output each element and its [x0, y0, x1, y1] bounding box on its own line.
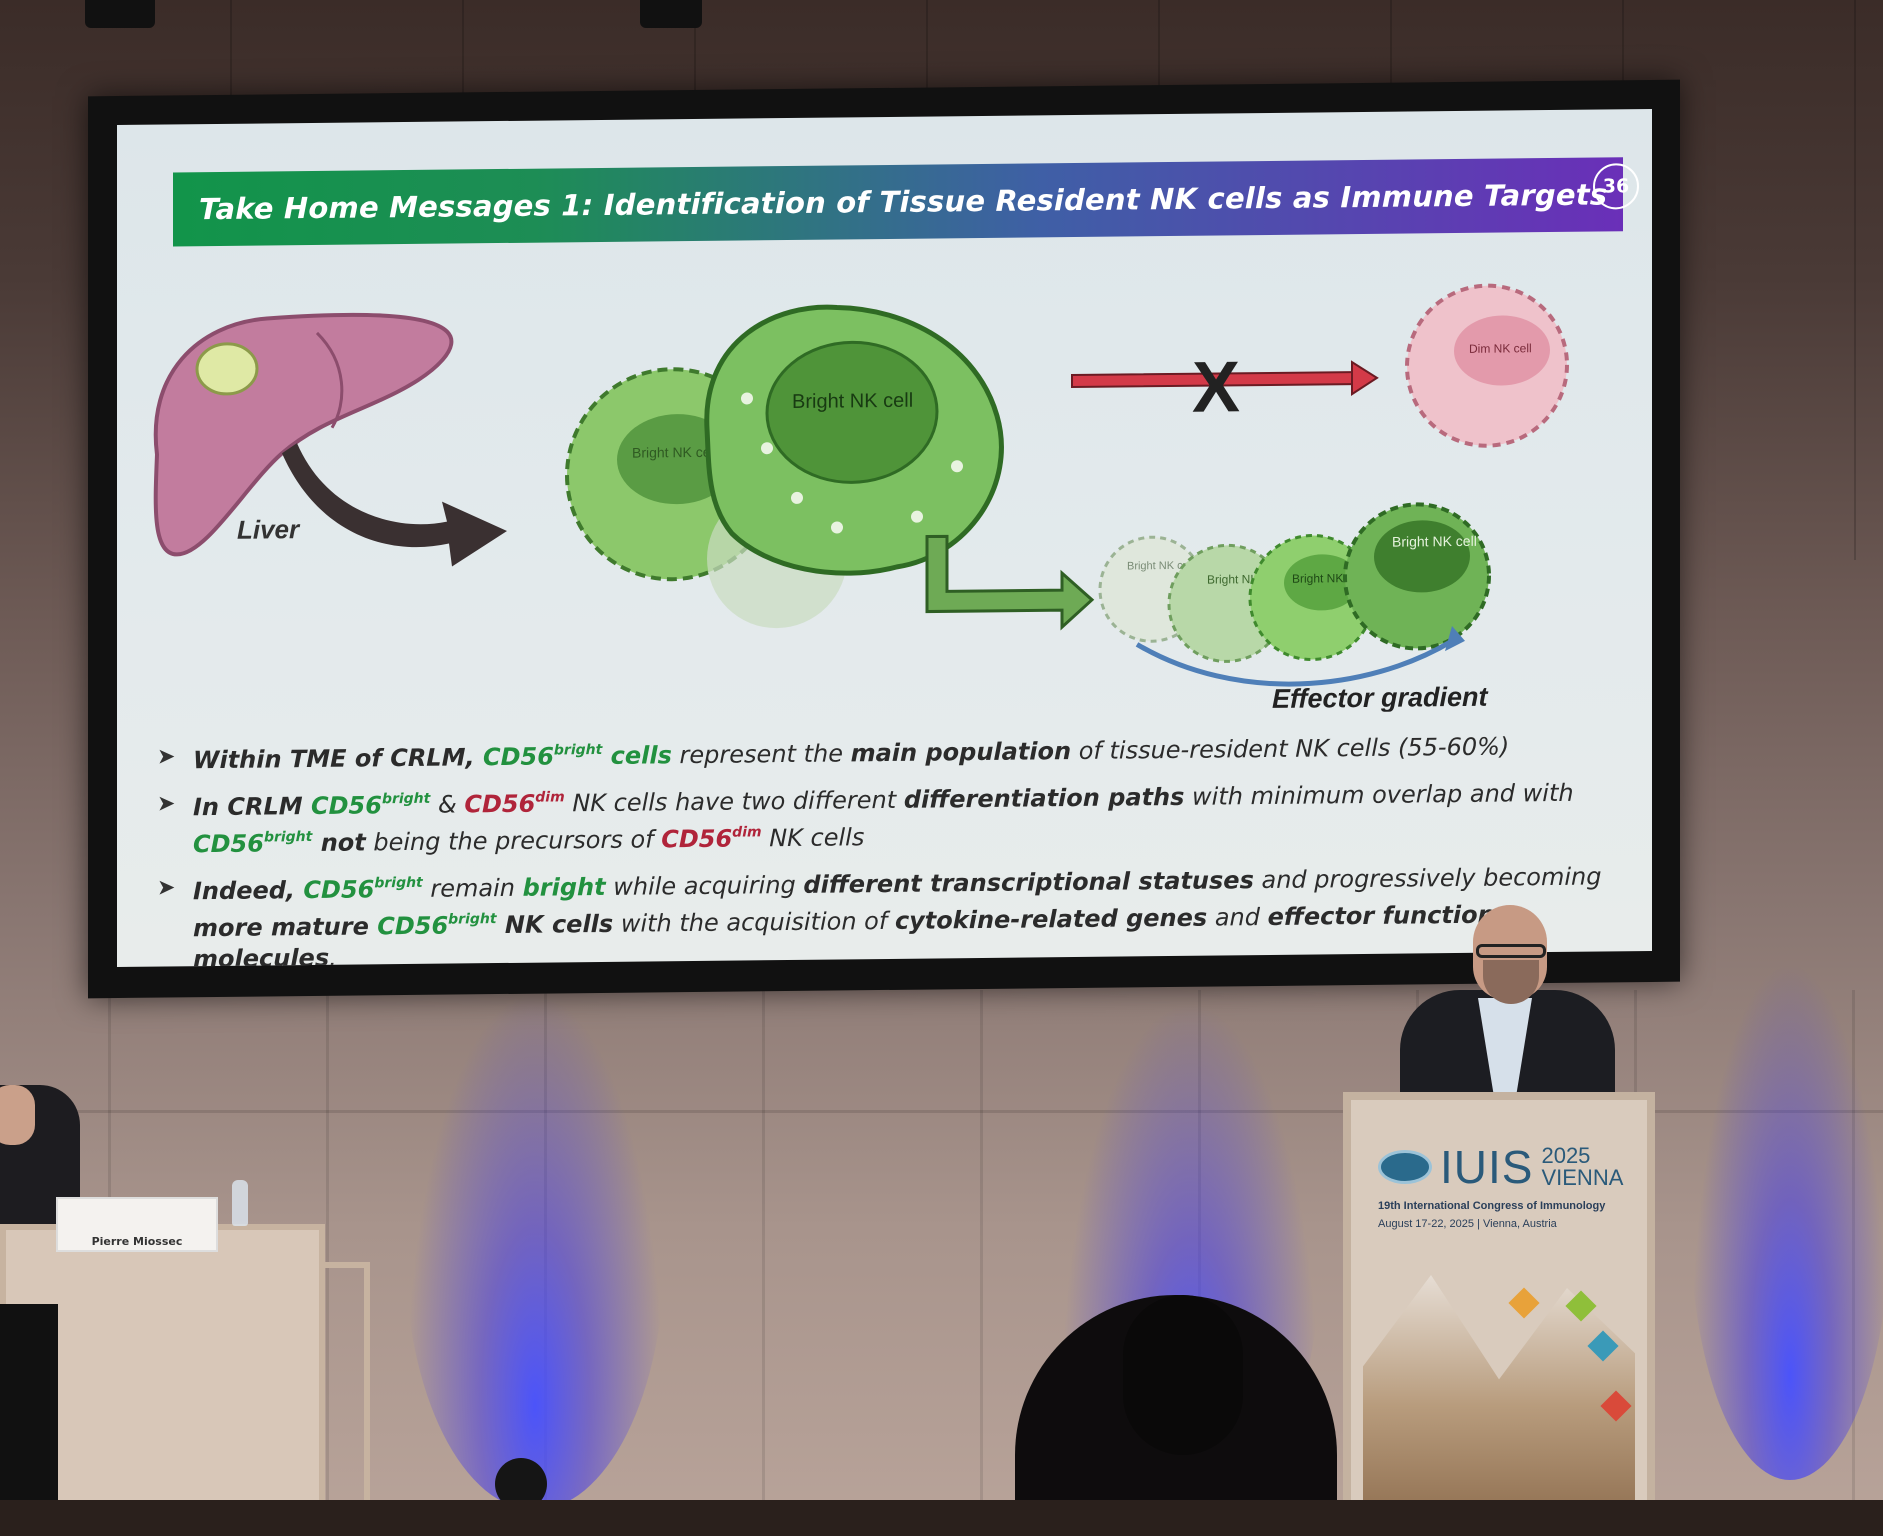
bullet-1: ➤ Within TME of CRLM, CD56bright cells r… — [157, 724, 1627, 776]
podium-year: 2025 — [1541, 1143, 1591, 1168]
bright-nk-cell-large-label: Bright NK cell — [792, 390, 913, 413]
bullet-3: ➤ Indeed, CD56bright remain bright while… — [157, 855, 1627, 967]
ceiling-fixture — [640, 0, 702, 28]
text-run: NK cells have two different — [564, 785, 904, 818]
slide-page-number: 36 — [1593, 163, 1639, 210]
water-bottle — [232, 1180, 248, 1226]
gradient-nk-cell-4-label: Bright NK cell — [1392, 533, 1477, 550]
text-run: more mature — [193, 912, 378, 943]
podium-dates: August 17-22, 2025 | Vienna, Austria — [1378, 1218, 1557, 1230]
podium-emblem-icon — [1378, 1150, 1432, 1184]
text-run: remain — [422, 873, 523, 903]
text-run: being the precursors of — [365, 825, 662, 857]
effector-gradient-label: Effector gradient — [1272, 682, 1489, 714]
text-run: Indeed, — [193, 876, 304, 906]
text-run: In CRLM — [193, 792, 311, 822]
text-run: of tissue-resident NK cells (55-60%) — [1071, 732, 1510, 766]
podium-logo: IUIS 2025 VIENNA 19th International Cong… — [1378, 1140, 1628, 1230]
text-run: NK cells — [496, 909, 614, 940]
bullet-arrow-icon: ➤ — [157, 744, 176, 770]
seated-person-head — [0, 1085, 35, 1145]
curved-arrow-icon — [282, 443, 507, 567]
text-run: cells — [602, 741, 672, 770]
podium-brand: IUIS — [1440, 1141, 1534, 1193]
bullet-3-text: Indeed, CD56bright remain bright while a… — [193, 855, 1627, 967]
bullet-2: ➤ In CRLM CD56bright & CD56dim NK cells … — [157, 771, 1627, 860]
text-run: and — [1207, 902, 1268, 932]
differentiation-arrow-icon — [925, 534, 1095, 631]
marker-cd56: CD56 — [661, 824, 733, 854]
slide-title-bar: Take Home Messages 1: Identification of … — [173, 157, 1639, 247]
text-run: NK cells — [761, 823, 865, 853]
slide-title: Take Home Messages 1: Identification of … — [199, 177, 1608, 227]
dim-nk-cell — [1405, 283, 1569, 448]
arrowhead-icon — [1445, 626, 1465, 652]
stage-uplight — [405, 990, 665, 1510]
text-run: different transcriptional statuses — [803, 866, 1254, 899]
marker-bright: bright — [263, 828, 313, 846]
marker-bright: bright — [448, 911, 497, 928]
stage-monitor — [0, 1304, 58, 1536]
marker-cd56: CD56 — [464, 789, 536, 819]
audience-member-head — [1123, 1295, 1243, 1455]
marker-bright: bright — [553, 741, 603, 759]
dim-nk-cell-label: Dim NK cell — [1469, 341, 1532, 356]
bullet-arrow-icon: ➤ — [157, 791, 176, 817]
bullet-1-text: Within TME of CRLM, CD56bright cells rep… — [193, 725, 1509, 776]
liver-illustration — [153, 312, 454, 557]
gradient-nk-cell-4 — [1343, 502, 1491, 651]
blocked-differentiation-arrow — [1071, 360, 1379, 396]
text-run: & — [430, 790, 465, 819]
text-run: . — [329, 943, 337, 968]
text-run: cytokine-related genes — [894, 903, 1208, 935]
bullet-arrow-icon: ➤ — [157, 875, 176, 901]
text-run: while acquiring — [605, 870, 804, 901]
speaker-glasses — [1476, 944, 1546, 958]
stage-uplight — [1690, 960, 1883, 1480]
slide-illustration: Liver Bright NK cell Bright NK cell — [117, 239, 1652, 725]
effector-gradient-arrow-icon — [1135, 638, 1454, 687]
desk-frame — [320, 1262, 370, 1522]
name-card: Pierre Miossec — [56, 1197, 218, 1252]
marker-cd56: CD56 — [193, 829, 264, 859]
text-run: with the acquisition of — [613, 906, 895, 938]
marker-dim: dim — [535, 789, 565, 806]
marker-cd56: CD56 — [303, 875, 375, 905]
text-run: not — [312, 828, 366, 857]
podium-congress: 19th International Congress of Immunolog… — [1378, 1200, 1606, 1212]
marker-cd56: CD56 — [377, 911, 449, 941]
marker-bright: bright — [374, 874, 423, 892]
marker-cd56: CD56 — [482, 742, 554, 772]
text-run: Within TME of CRLM, — [193, 743, 483, 775]
text-run: and progressively becoming — [1253, 862, 1602, 895]
text-run: with minimum overlap and with — [1184, 778, 1574, 811]
marker-cd56: CD56 — [311, 791, 382, 821]
take-home-bullets: ➤ Within TME of CRLM, CD56bright cells r… — [157, 724, 1627, 967]
stage-floor — [0, 1500, 1883, 1536]
text-run: differentiation paths — [903, 782, 1185, 814]
podium-city: VIENNA — [1541, 1165, 1624, 1190]
text-run: represent the — [671, 739, 851, 770]
ceiling-fixture — [85, 0, 155, 28]
bright-nk-cell-back-label: Bright NK cell — [632, 444, 717, 461]
liver-label: Liver — [237, 514, 301, 545]
text-run: bright — [522, 872, 606, 902]
bullet-2-text: In CRLM CD56bright & CD56dim NK cells ha… — [193, 771, 1627, 860]
bright-nk-cell-large — [704, 304, 1004, 576]
presentation-slide: Take Home Messages 1: Identification of … — [117, 108, 1652, 968]
marker-dim: dim — [732, 824, 762, 841]
speaker-beard — [1483, 960, 1539, 1004]
marker-bright: bright — [381, 790, 431, 808]
text-run: main population — [850, 737, 1072, 768]
blocked-x-mark: X — [1192, 347, 1240, 428]
gradient-nk-cell-3 — [1248, 534, 1376, 662]
gradient-nk-cell-1-label: Bright NK cell — [1127, 560, 1194, 573]
